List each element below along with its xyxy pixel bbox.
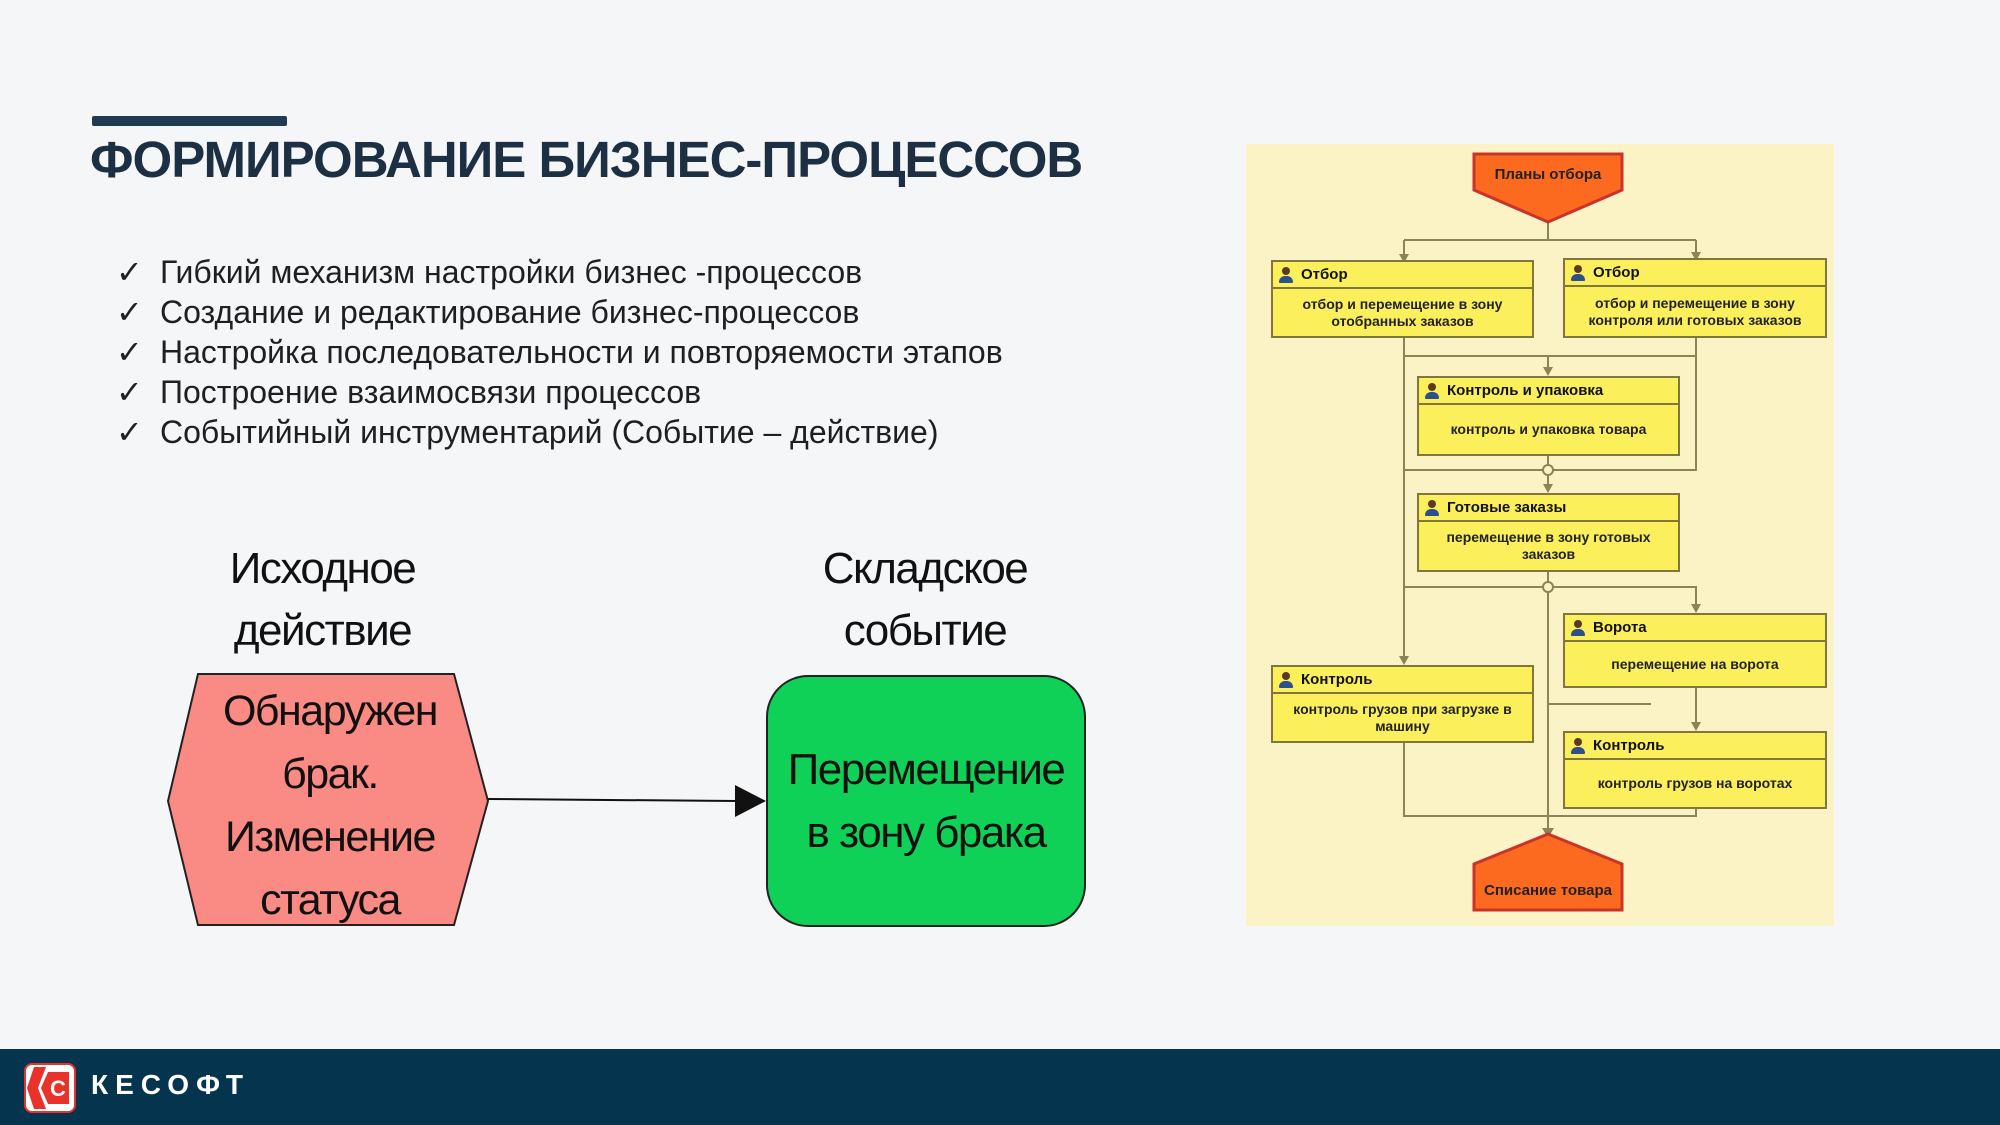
node-line: брак. xyxy=(282,750,379,798)
caption-line: Складское xyxy=(822,544,1029,593)
flow-node-picking-1: Отбор отбор и перемещение в зону отобран… xyxy=(1271,260,1534,338)
checkmark-icon: ✓ xyxy=(116,414,143,450)
title-accent-bar xyxy=(92,116,287,126)
source-action-text: Обнаружен брак. Изменение статуса xyxy=(190,680,470,932)
flow-node-ready-orders: Готовые заказы перемещение в зону готовы… xyxy=(1417,493,1680,572)
feature-item: ✓ Гибкий механизм настройки бизнес -проце… xyxy=(116,252,1003,292)
flow-node-header: Контроль и упаковка xyxy=(1447,382,1604,399)
user-icon xyxy=(1425,499,1439,516)
flow-node-body: контроль грузов на воротах xyxy=(1597,775,1793,791)
source-action-hexagon xyxy=(166,673,490,926)
flow-node-body: контроль грузов при загрузке в машину xyxy=(1293,700,1512,734)
flow-node-picking-2: Отбор отбор и перемещение в зону контрол… xyxy=(1563,258,1827,338)
feature-text: Событийный инструментарий (Событие – дей… xyxy=(160,414,939,450)
flow-node-header: Отбор xyxy=(1301,266,1348,283)
caption-line: событие xyxy=(843,606,1008,655)
flow-node-body: перемещение в зону готовых заказов xyxy=(1446,529,1651,562)
warehouse-event-caption: Складское событие xyxy=(780,538,1070,662)
connector-arrowhead xyxy=(735,785,766,817)
node-line: Обнаружен xyxy=(222,687,439,735)
flow-node-body: отбор и перемещение в зону отобранных за… xyxy=(1302,295,1503,329)
user-icon xyxy=(1571,264,1585,281)
checkmark-icon: ✓ xyxy=(116,334,143,370)
flow-end-terminal xyxy=(1472,832,1624,912)
flow-node-gates: Ворота перемещение на ворота xyxy=(1563,613,1827,688)
flow-node-body: контроль и упаковка товара xyxy=(1450,421,1647,437)
source-action-caption: Исходное действие xyxy=(180,538,465,662)
flow-node-header: Контроль xyxy=(1593,737,1665,754)
flow-node-body: отбор и перемещение в зону контроля или … xyxy=(1588,294,1802,328)
caption-line: Исходное xyxy=(229,544,417,593)
flow-start-label: Планы отбора xyxy=(1494,166,1602,183)
flow-end-label: Списание товара xyxy=(1484,882,1612,899)
flow-node-control-gates: Контроль контроль грузов на воротах xyxy=(1563,731,1827,809)
flowchart-connectors xyxy=(1399,152,1701,912)
user-icon xyxy=(1279,671,1293,688)
flow-node-control-packing: Контроль и упаковка контроль и упаковка … xyxy=(1417,376,1680,456)
connector-arrow-line xyxy=(487,798,738,802)
flow-node-header: Готовые заказы xyxy=(1447,499,1567,516)
flow-node-header: Контроль xyxy=(1301,671,1373,688)
svg-text:C: C xyxy=(50,1076,66,1101)
checkmark-icon: ✓ xyxy=(116,294,143,330)
feature-item: ✓ Построение взаимосвязи процессов xyxy=(116,372,1003,412)
user-icon xyxy=(1279,266,1293,283)
feature-item: ✓ Событийный инструментарий (Событие – де… xyxy=(116,412,1003,452)
brand-name: КЕСОФТ xyxy=(91,1069,251,1100)
flow-node-header: Отбор xyxy=(1593,264,1640,281)
flow-start-terminal xyxy=(1472,152,1624,224)
flow-node-header: Ворота xyxy=(1593,619,1647,636)
user-icon xyxy=(1571,737,1585,754)
brand-logo-icon: C xyxy=(24,1063,76,1113)
flow-node-body: перемещение на ворота xyxy=(1611,655,1779,672)
flow-node-control-loading: Контроль контроль грузов при загрузке в … xyxy=(1271,665,1534,743)
process-flowchart: Планы отбора Списание товара Отбор отбор… xyxy=(1246,144,1834,926)
node-line: в зону брака xyxy=(806,808,1047,857)
feature-item: ✓ Настройка последовательности и повторяе… xyxy=(116,332,1003,372)
footer-bar: C КЕСОФТ xyxy=(0,1049,2000,1125)
feature-text: Гибкий механизм настройки бизнес -процес… xyxy=(160,254,863,290)
feature-text: Настройка последовательности и повторяем… xyxy=(160,334,1003,370)
warehouse-event-box: Перемещение в зону брака xyxy=(766,675,1086,927)
warehouse-event-text: Перемещение в зону брака xyxy=(787,738,1066,864)
checkmark-icon: ✓ xyxy=(116,254,143,290)
user-icon xyxy=(1425,382,1439,399)
checkmark-icon: ✓ xyxy=(116,374,143,410)
feature-text: Создание и редактирование бизнес-процесс… xyxy=(160,294,860,330)
caption-line: действие xyxy=(233,606,413,655)
node-line: Перемещение xyxy=(787,745,1066,794)
user-icon xyxy=(1571,619,1585,636)
node-line: статуса xyxy=(260,876,401,924)
feature-item: ✓ Создание и редактирование бизнес-процес… xyxy=(116,292,1003,332)
feature-text: Построение взаимосвязи процессов xyxy=(160,374,702,410)
page-title: ФОРМИРОВАНИЕ БИЗНЕС-ПРОЦЕССОВ xyxy=(90,131,1083,188)
feature-list: ✓ Гибкий механизм настройки бизнес -проце… xyxy=(116,252,1003,452)
node-line: Изменение xyxy=(225,813,436,861)
